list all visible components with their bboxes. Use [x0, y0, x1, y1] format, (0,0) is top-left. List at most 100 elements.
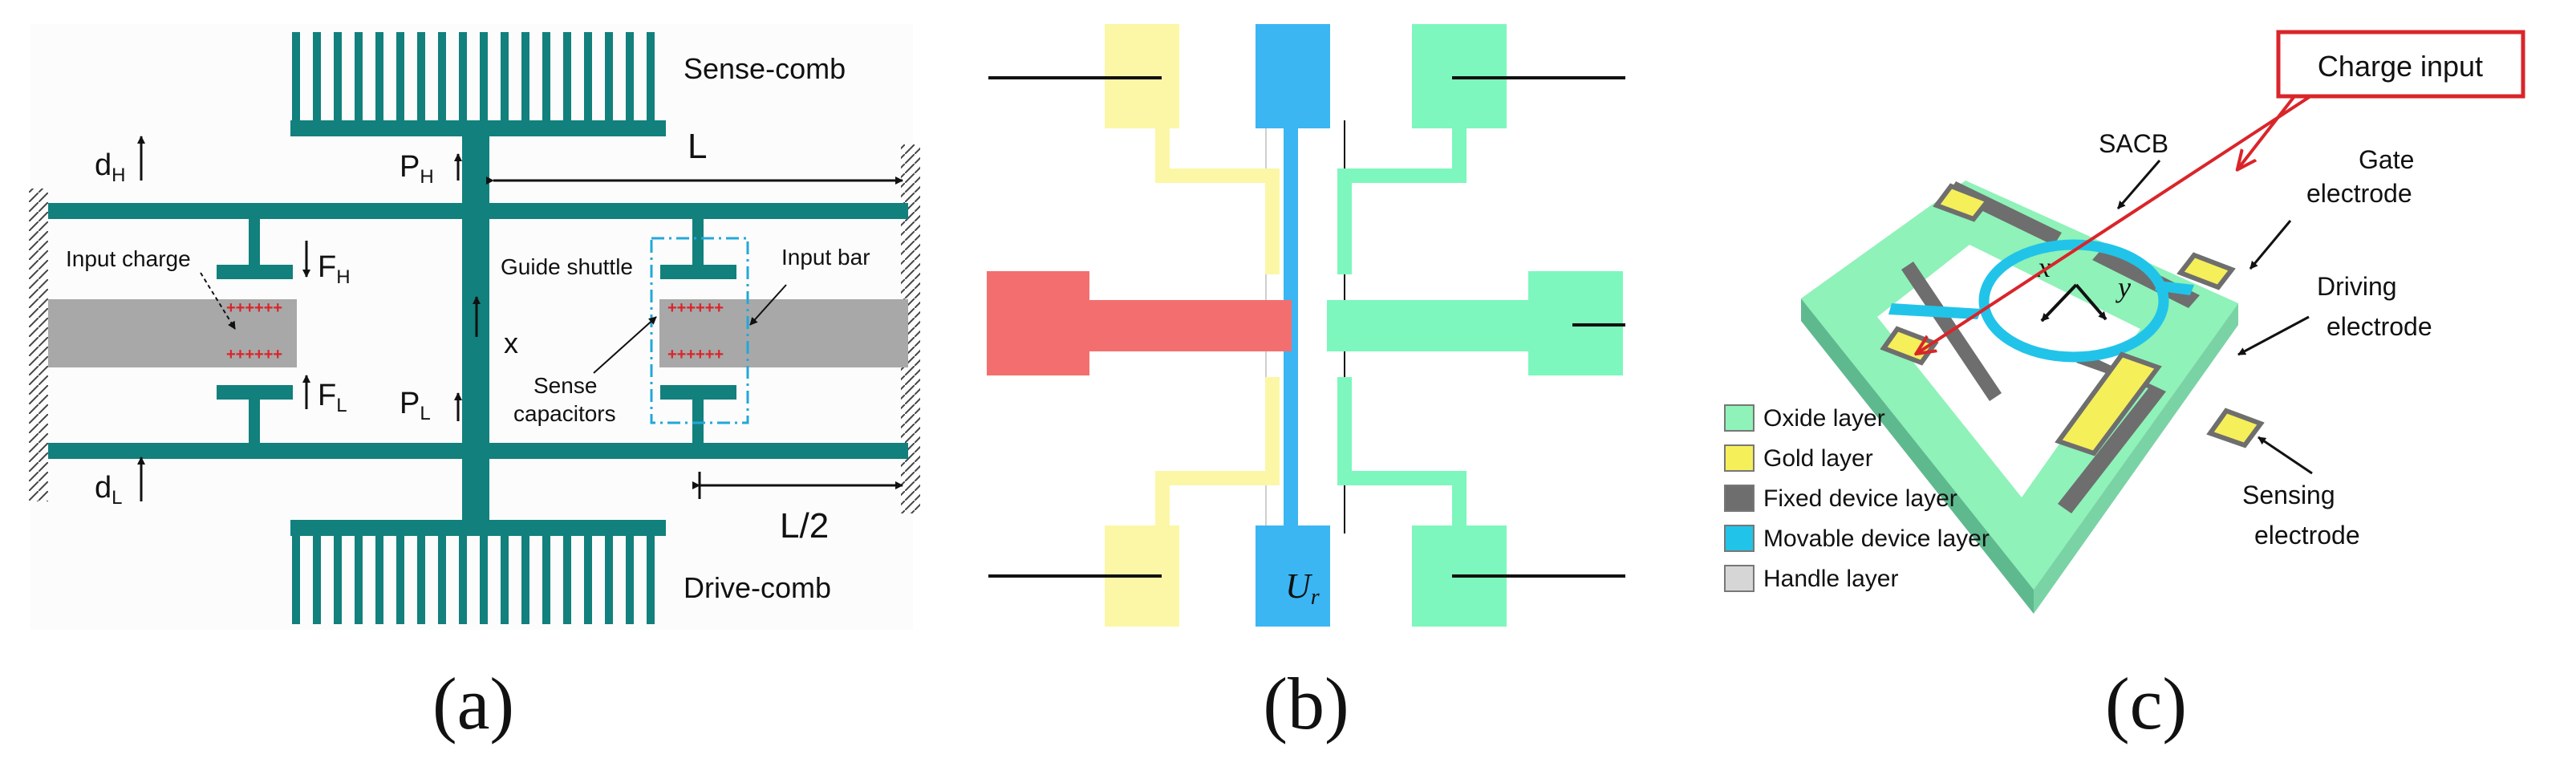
y-axis-arrow [2075, 283, 2107, 321]
charge-input-arrow-2 [2238, 95, 2296, 168]
input-charge-leader [200, 272, 236, 330]
sacb-leader [2116, 160, 2161, 209]
red-electrode-bar [1089, 300, 1292, 351]
drive-comb-tooth [459, 534, 467, 624]
dL-label: dL [95, 471, 123, 509]
input-bar-left [48, 299, 297, 367]
sense-comb-tooth [459, 32, 467, 122]
guide-shuttle-label: Guide shuttle [501, 254, 633, 279]
charge-input-arrow-1 [1917, 95, 2312, 353]
green-electrode-bar [1327, 300, 1529, 351]
drive-comb-tooth [375, 534, 383, 624]
charge-input-box [2276, 30, 2525, 99]
legend-swatch [1724, 525, 1755, 552]
legend-swatch [1724, 565, 1755, 592]
x-axis-arrow [2040, 283, 2078, 323]
sense-charge-marks-top: ++++++ [667, 299, 724, 317]
input-charge-marks-bottom: ++++++ [226, 346, 282, 363]
input-bar-leader [749, 284, 787, 326]
sense-comb-tooth [501, 32, 509, 122]
ring-anchor-right [2155, 281, 2194, 295]
yellow-trace-top [1155, 128, 1280, 274]
drive-comb-tooth [396, 534, 404, 624]
gate-label-line2: electrode [2306, 179, 2412, 208]
drive-comb-tooth [501, 534, 509, 624]
panel-c: x y Charge input SACB Gate electrode Dri… [1724, 30, 2525, 614]
caption-b: (b) [1263, 663, 1349, 745]
drive-comb-tooth [480, 534, 488, 624]
sense-comb-tooth [584, 32, 592, 122]
sense-capacitors-label-line1: Sense [533, 373, 597, 398]
sense-comb-tooth [355, 32, 363, 122]
blue-pad-bottom [1256, 525, 1330, 627]
legend-swatch [1724, 404, 1755, 432]
sensing-label-line1: Sensing [2242, 481, 2335, 509]
caption-c: (c) [2105, 663, 2187, 745]
input-bar-label: Input bar [781, 245, 870, 270]
y-axis-label: y [2116, 271, 2131, 303]
legend-swatch [1724, 485, 1755, 512]
sense-capacitors-label-line2: capacitors [513, 401, 616, 426]
gate-label-line1: Gate [2359, 145, 2414, 174]
legend-label: Gold layer [1763, 445, 1873, 472]
drive-comb-tooth [417, 534, 425, 624]
x-axis-label: x [2037, 251, 2051, 283]
drive-comb-tooth [292, 534, 300, 624]
sense-comb-tooth [626, 32, 634, 122]
sense-capacitor-dashed-box [650, 237, 749, 424]
legend-label: Movable device layer [1763, 525, 1990, 552]
left-wall [29, 189, 48, 501]
blue-pad-top [1256, 24, 1330, 128]
sense-charge-marks-bottom: ++++++ [667, 346, 724, 363]
gold-pad-gate [2176, 252, 2236, 290]
left-sense-capacitor: ++++++ ++++++ [217, 219, 293, 443]
sense-comb-tooth [605, 32, 613, 122]
sense-comb-label: Sense-comb [684, 52, 846, 85]
sense-comb-tooth [438, 32, 446, 122]
drive-comb-tooth [647, 534, 655, 624]
PL-label: PL [400, 387, 431, 424]
drive-comb-label: Drive-comb [684, 571, 831, 604]
yellow-trace-bottom [1155, 377, 1280, 525]
sacb-ring [1978, 239, 2169, 363]
green-trace-top [1337, 128, 1466, 274]
charge-input-label: Charge input [2318, 50, 2483, 83]
sacb-label: SACB [2099, 129, 2168, 158]
input-charge-marks-top: ++++++ [226, 299, 282, 317]
sense-comb-tooth [334, 32, 342, 122]
driving-label-line2: electrode [2327, 312, 2432, 341]
drive-comb-tooth [521, 534, 529, 624]
sense-capacitors-leader [593, 316, 657, 374]
sense-comb [290, 32, 666, 136]
sense-comb-tooth [542, 32, 550, 122]
drive-comb-tooth [563, 534, 571, 624]
gold-pad-top-left [1933, 183, 1992, 222]
drive-comb-tooth [334, 534, 342, 624]
L-label: L [688, 127, 707, 166]
gold-pad-driving [2055, 351, 2162, 456]
green-trace-bottom [1337, 377, 1466, 525]
sense-comb-tooth [375, 32, 383, 122]
driving-leader [2237, 315, 2310, 356]
FH-label: FH [318, 250, 351, 288]
oxide-side-right [2034, 303, 2238, 614]
sensing-leader [2258, 436, 2313, 475]
dH-label: dH [95, 148, 125, 186]
drive-comb-tooth [313, 534, 321, 624]
drive-comb [290, 520, 666, 624]
FL-label: FL [318, 379, 347, 416]
red-pad [987, 271, 1089, 375]
sense-comb-tooth [563, 32, 571, 122]
driving-label-line1: Driving [2317, 272, 2397, 301]
drive-comb-tooth [355, 534, 363, 624]
half-L-label: L/2 [780, 506, 829, 546]
sense-comb-tooth [292, 32, 300, 122]
caption-a: (a) [432, 663, 514, 745]
drive-comb-tooth [542, 534, 550, 624]
legend-swatch [1724, 444, 1755, 472]
panel-a: ++++++ ++++++ ++++++ ++++++ Sense- [29, 24, 920, 630]
sense-comb-tooth [480, 32, 488, 122]
sense-comb-tooth [396, 32, 404, 122]
